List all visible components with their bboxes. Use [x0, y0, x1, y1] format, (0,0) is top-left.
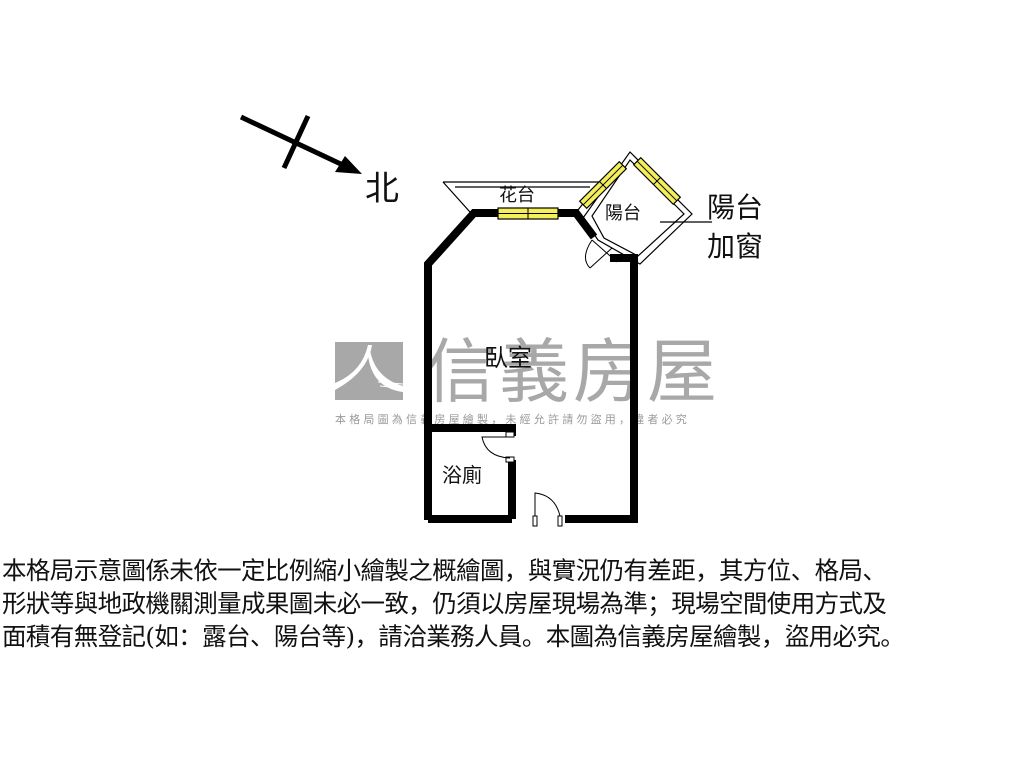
north-label: 北: [365, 169, 399, 209]
room-label-bathroom: 浴廁: [442, 463, 482, 487]
disclaimer-text: 本格局示意圖係未依一定比例縮小繪製之概繪圖，與實況仍有差距，其方位、格局、 形狀…: [2, 554, 1022, 653]
watermark-logo: [335, 342, 404, 400]
window-planter: [497, 207, 559, 220]
north-arrow-icon: [239, 114, 362, 174]
watermark-notice: 本格局圖為信義房屋繪製，未經允許請勿盜用，違者必究: [335, 412, 690, 426]
room-label-planter: 花台: [499, 185, 535, 206]
annotation-balcony-window-2: 加窗: [707, 230, 763, 263]
watermark-brand: 信義房屋: [425, 331, 721, 413]
door-bathroom: [481, 431, 515, 463]
walls: [424, 209, 638, 523]
disclaimer-line: 本格局示意圖係未依一定比例縮小繪製之概繪圖，與實況仍有差距，其方位、格局、: [2, 556, 887, 585]
window-balcony-right: [632, 156, 682, 206]
window-balcony-left: [578, 160, 628, 210]
disclaimer-line: 形狀等與地政機關測量成果圖未必一致，仍須以房屋現場為準；現場空間使用方式及: [2, 589, 887, 618]
room-label-balcony: 陽台: [605, 203, 641, 224]
door-entrance: [532, 492, 563, 527]
door-balcony: [585, 239, 618, 269]
disclaimer-line: 面積有無登記(如：露台、陽台等)，請洽業務人員。本圖為信義房屋繪製，盜用必究。: [2, 622, 905, 651]
balcony-outline: [582, 151, 693, 265]
annotation-balcony-window-1: 陽台: [707, 191, 763, 224]
room-label-bedroom: 臥室: [484, 344, 532, 372]
